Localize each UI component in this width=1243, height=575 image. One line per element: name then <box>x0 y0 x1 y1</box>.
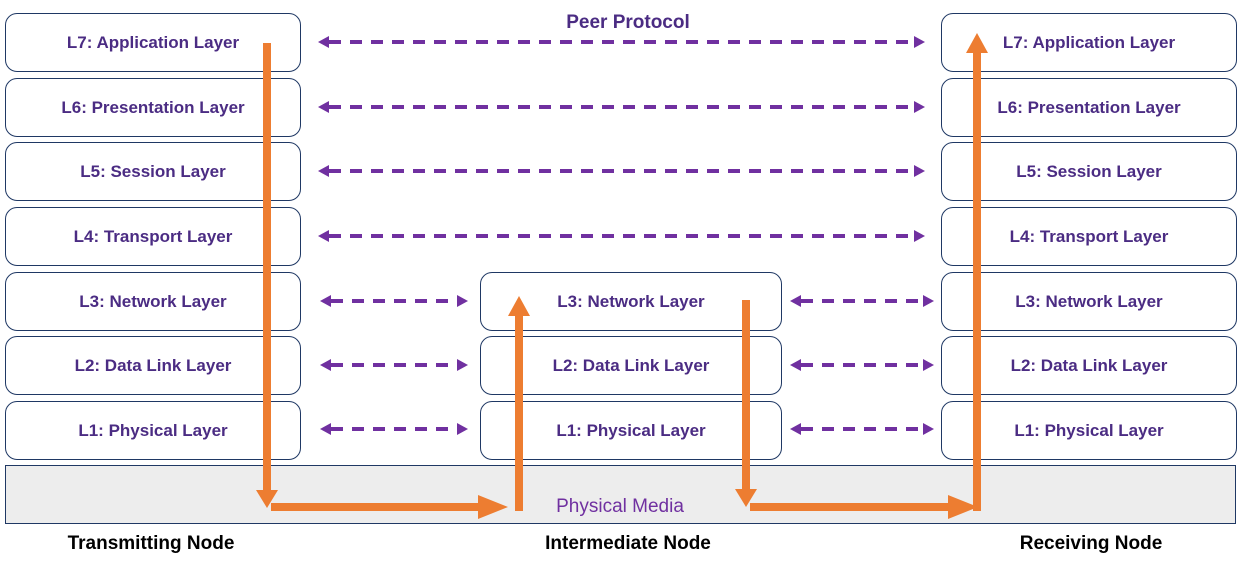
layer-box-tx-l5: L5: Session Layer <box>5 142 301 201</box>
peer-arrow-l2-left <box>320 359 468 371</box>
peer-arrow-l6 <box>318 101 925 113</box>
node-label-receiving: Receiving Node <box>1019 533 1163 554</box>
layer-box-rx-l3: L3: Network Layer <box>941 272 1237 331</box>
flow-line-int-down <box>742 300 750 492</box>
layer-box-int-l1: L1: Physical Layer <box>480 401 782 460</box>
peer-arrow-l3-right <box>790 295 934 307</box>
layer-box-tx-l6: L6: Presentation Layer <box>5 78 301 137</box>
peer-arrow-l7 <box>318 36 925 48</box>
flow-arrowhead-int-up-icon <box>508 296 530 316</box>
flow-line-media-2 <box>750 503 948 511</box>
node-label-intermediate: Intermediate Node <box>545 533 711 554</box>
physical-media-band <box>5 465 1236 524</box>
flow-line-tx-down <box>263 43 271 493</box>
layer-box-rx-l7: L7: Application Layer <box>941 13 1237 72</box>
layer-box-rx-l1: L1: Physical Layer <box>941 401 1237 460</box>
peer-arrow-l1-right <box>790 423 934 435</box>
peer-protocol-title: Peer Protocol <box>566 12 690 33</box>
flow-line-rx-up <box>973 53 981 511</box>
node-label-transmitting: Transmitting Node <box>67 533 235 554</box>
layer-box-int-l2: L2: Data Link Layer <box>480 336 782 395</box>
physical-media-label: Physical Media <box>556 496 684 517</box>
peer-arrow-l2-right <box>790 359 934 371</box>
layer-box-int-l3: L3: Network Layer <box>480 272 782 331</box>
peer-arrow-l1-left <box>320 423 468 435</box>
layer-box-rx-l4: L4: Transport Layer <box>941 207 1237 266</box>
layer-box-tx-l1: L1: Physical Layer <box>5 401 301 460</box>
layer-box-rx-l6: L6: Presentation Layer <box>941 78 1237 137</box>
peer-arrow-l4 <box>318 230 925 242</box>
flow-arrowhead-rx-up-icon <box>966 33 988 53</box>
flow-arrowhead-media-1-icon <box>478 495 508 519</box>
layer-box-tx-l3: L3: Network Layer <box>5 272 301 331</box>
layer-box-tx-l2: L2: Data Link Layer <box>5 336 301 395</box>
layer-box-rx-l2: L2: Data Link Layer <box>941 336 1237 395</box>
flow-line-int-up <box>515 316 523 511</box>
peer-arrow-l3-left <box>320 295 468 307</box>
peer-arrow-l5 <box>318 165 925 177</box>
flow-arrowhead-int-down-icon <box>735 489 757 507</box>
layer-box-tx-l4: L4: Transport Layer <box>5 207 301 266</box>
flow-line-media-1 <box>271 503 478 511</box>
layer-box-rx-l5: L5: Session Layer <box>941 142 1237 201</box>
layer-box-tx-l7: L7: Application Layer <box>5 13 301 72</box>
